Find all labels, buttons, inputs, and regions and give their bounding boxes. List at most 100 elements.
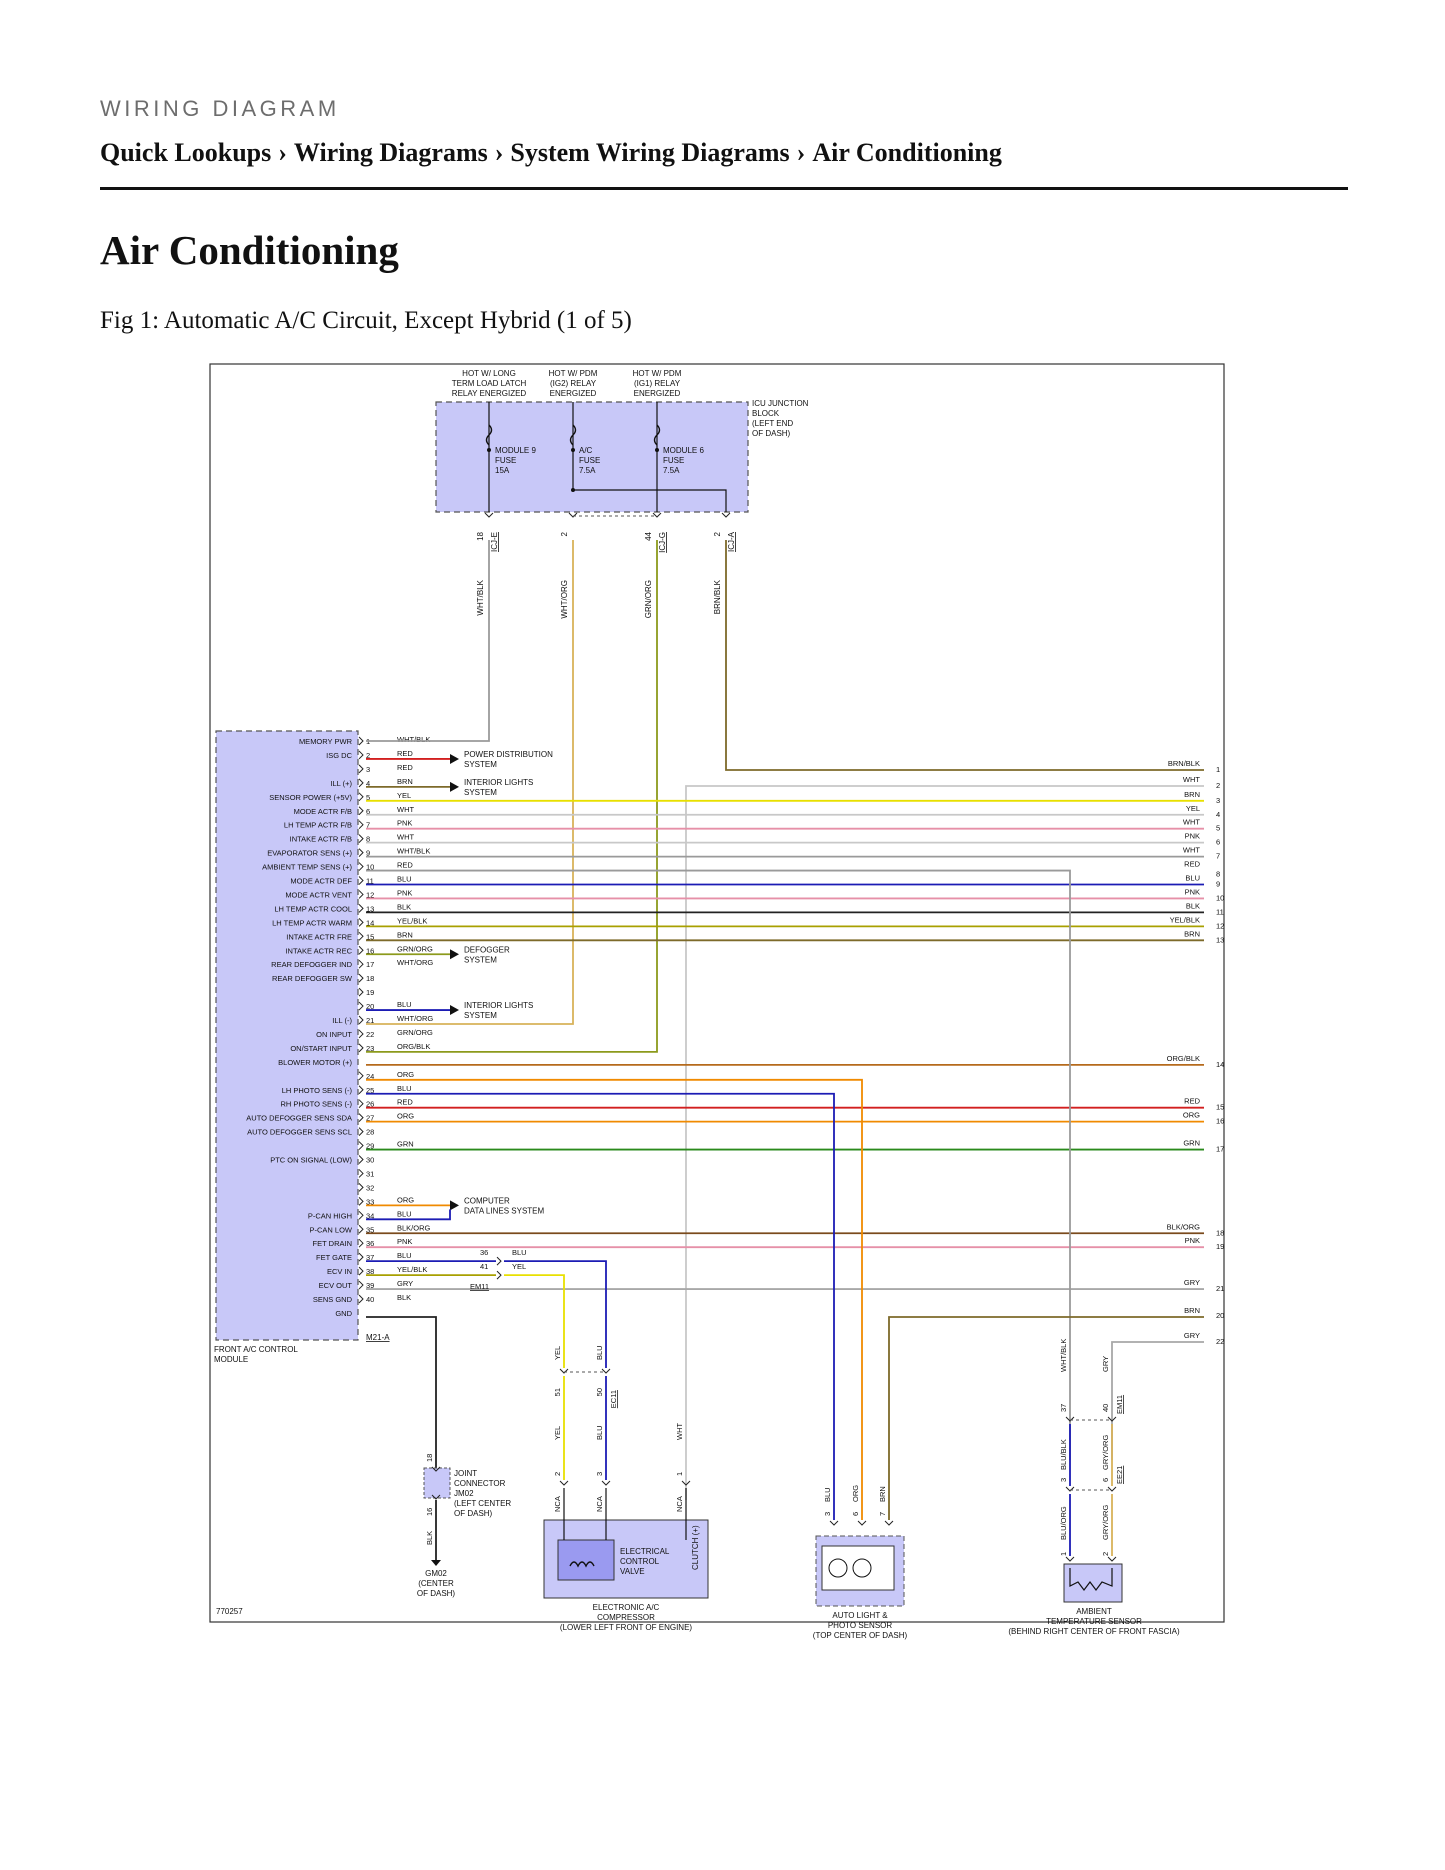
compressor-wire-label: BLU [595, 1425, 604, 1440]
icu-output-wire-color: WHT/ORG [560, 580, 569, 619]
fuse-label: A/C [579, 446, 593, 455]
module-wire-label: PNK [397, 888, 412, 897]
photo-sensor-label: (TOP CENTER OF DASH) [813, 1631, 908, 1640]
fuse-node [571, 448, 575, 452]
wire-icu-to-pin23 [366, 540, 658, 1053]
edge-ref-number: 5 [1216, 824, 1220, 833]
breadcrumb-separator: › [494, 138, 504, 167]
edge-wire-label: WHT [1183, 818, 1200, 827]
module-pin-cap [358, 1001, 364, 1011]
breadcrumb-system-wiring-diagrams[interactable]: System Wiring Diagrams [510, 138, 790, 167]
module-pin-name: REAR DEFOGGER SW [272, 974, 353, 983]
icu-output-pin: 18 [476, 531, 485, 540]
module-wire-label: GRN/ORG [397, 1028, 433, 1037]
module-pin-name: P-CAN LOW [309, 1225, 352, 1234]
figure-id: 770257 [216, 1607, 243, 1616]
wire-to-system [366, 1209, 451, 1221]
module-pin-number: 17 [366, 960, 374, 969]
edge-ref-number: 9 [1216, 880, 1220, 889]
edge-ref-number: 15 [1216, 1103, 1224, 1112]
icu-output-wire-color: GRN/ORG [644, 580, 653, 618]
ambient-ee21-pin-cap [1065, 1486, 1075, 1492]
edge-ref-number: 8 [1216, 870, 1220, 879]
compressor-pin-cap [681, 1480, 691, 1486]
module-pin-cap [358, 931, 364, 941]
module-pin-cap [358, 834, 364, 844]
electrical-control-valve [557, 1539, 615, 1581]
breadcrumb-quick-lookups[interactable]: Quick Lookups [100, 138, 272, 167]
compressor-upper-wire: BLU [595, 1345, 604, 1360]
module-pin-cap [358, 890, 364, 899]
module-pin-number: 31 [366, 1169, 374, 1178]
module-wire-label: PNK [397, 1237, 412, 1246]
module-pin-number: 38 [366, 1267, 374, 1276]
edge-wire-label: PNK [1185, 1236, 1200, 1245]
photo-pin-number: 7 [878, 1512, 887, 1516]
module-wire-label: BLK [397, 902, 411, 911]
ground-label: (CENTER [418, 1579, 454, 1588]
icu-output-wire-color: BRN/BLK [713, 579, 722, 614]
edge-ref-number: 2 [1216, 781, 1220, 790]
breadcrumb-wiring-diagrams[interactable]: Wiring Diagrams [293, 138, 488, 167]
module-pin-number: 23 [366, 1044, 374, 1053]
module-pin-name: P-CAN HIGH [308, 1211, 352, 1220]
module-pin-number: 4 [366, 779, 370, 788]
module-pin-number: 13 [366, 904, 374, 913]
edge-ref-number: 14 [1216, 1060, 1224, 1069]
module-pin-cap [358, 806, 364, 816]
module-pin-number: 28 [366, 1128, 374, 1137]
breadcrumb-air-conditioning[interactable]: Air Conditioning [812, 138, 1002, 167]
module-pin-number: 27 [366, 1114, 374, 1123]
system-label: COMPUTER [464, 1196, 510, 1205]
module-pin-name: ILL (-) [332, 1016, 352, 1025]
compressor-pin-cap [601, 1480, 611, 1486]
fuse-label: FUSE [663, 456, 684, 465]
icu-output-connector: ICJ-A [727, 531, 736, 552]
module-pin-name: ECV OUT [319, 1281, 353, 1290]
module-pin-name: FET DRAIN [313, 1239, 352, 1248]
module-pin-cap [358, 876, 364, 885]
module-label: MODULE [214, 1355, 248, 1364]
module-wire-label: BRN [397, 777, 413, 786]
compressor-connector: NCA [675, 1496, 684, 1512]
edge-wire-label: RED [1184, 860, 1200, 869]
ambient-top-wire: GRY [1101, 1356, 1110, 1372]
clutch-label: CLUTCH (+) [691, 1525, 700, 1570]
module-pin-number: 34 [366, 1211, 374, 1220]
ec11-pin-number: 50 [595, 1388, 604, 1396]
module-pin-number: 11 [366, 877, 374, 886]
module-pin-name: MODE ACTR F/B [294, 807, 352, 816]
module-pin-name: SENSOR POWER (+5V) [269, 793, 352, 802]
module-pin-name: ON INPUT [316, 1030, 352, 1039]
module-wire-label: RED [397, 861, 413, 870]
ground-label: OF DASH) [417, 1589, 456, 1598]
module-pin-number: 40 [366, 1295, 374, 1304]
module-pin-cap [358, 862, 364, 871]
module-wire-label: GRY [397, 1279, 413, 1288]
module-pin-number: 3 [366, 765, 370, 774]
wire-icu-to-pin1 [366, 540, 490, 742]
fuse-node [655, 448, 659, 452]
em11-pin-cap [496, 1270, 502, 1280]
icu-label: (LEFT END [752, 419, 793, 428]
module-pin-name: MODE ACTR DEF [290, 877, 352, 886]
fuse-symbol [653, 424, 661, 446]
feed-label: HOT W/ PDM [549, 369, 598, 378]
wire-photo-brn [888, 1316, 1204, 1520]
photo-pin-cap [857, 1520, 867, 1526]
edge-wire-label: ORG/BLK [1167, 1054, 1200, 1063]
wire-icu-to-pin21 [366, 540, 574, 1025]
joint-label: OF DASH) [454, 1509, 493, 1518]
ambient-bottom-wire: BLU/ORG [1059, 1506, 1068, 1540]
photo-diode-left [828, 1558, 848, 1578]
module-wire-label: BLU [397, 1251, 412, 1260]
module-pin-cap [358, 1015, 364, 1025]
ambient-ee21-pin-cap [1107, 1486, 1117, 1492]
module-pin-number: 22 [366, 1030, 374, 1039]
em11-pin-number: 41 [480, 1262, 488, 1271]
module-pin-name: FET GATE [316, 1253, 352, 1262]
compressor-wire-label: YEL [553, 1426, 562, 1440]
ec11-pin-cap [601, 1368, 611, 1374]
module-pin-cap [358, 1224, 364, 1234]
module-pin-name: INTAKE ACTR F/B [290, 835, 352, 844]
